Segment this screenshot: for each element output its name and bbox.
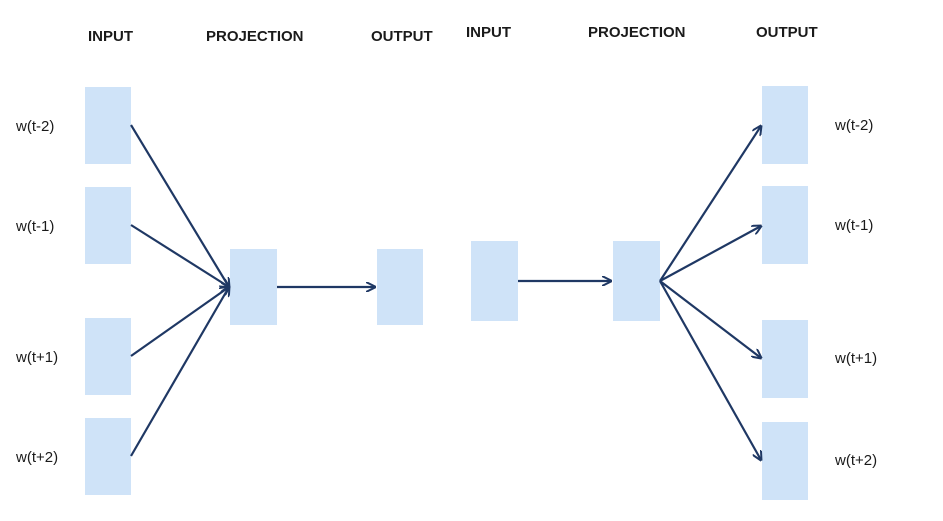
skipgram-output-label: w(t-2) — [834, 117, 873, 134]
skipgram-output-label: w(t+2) — [834, 452, 877, 469]
cbow-input-label: w(t+1) — [15, 349, 58, 366]
skipgram-projection-box — [613, 241, 660, 321]
skipgram-output-arrow — [659, 280, 761, 358]
cbow-input-label: w(t+2) — [15, 449, 58, 466]
cbow-projection-box — [230, 249, 277, 325]
skipgram-input-header: INPUT — [466, 24, 511, 41]
cbow-input-arrow — [130, 287, 229, 457]
cbow-diagram: INPUT PROJECTION OUTPUT w(t-2) w(t-1) w(… — [15, 28, 433, 495]
skipgram-output-label: w(t-1) — [834, 217, 873, 234]
cbow-input-arrow — [130, 287, 229, 357]
cbow-output-box — [377, 249, 423, 325]
skipgram-projection-header: PROJECTION — [588, 24, 686, 41]
cbow-input-label: w(t-2) — [15, 118, 54, 135]
cbow-projection-header: PROJECTION — [206, 28, 304, 45]
cbow-input-box — [85, 318, 131, 395]
skipgram-output-box — [762, 186, 808, 264]
cbow-output-header: OUTPUT — [371, 28, 433, 45]
skipgram-output-arrow — [659, 126, 761, 282]
cbow-input-arrow — [130, 224, 229, 287]
skipgram-output-box — [762, 422, 808, 500]
cbow-input-header: INPUT — [88, 28, 133, 45]
skipgram-output-box — [762, 86, 808, 164]
cbow-input-box — [85, 87, 131, 164]
skipgram-output-arrow — [659, 226, 761, 282]
skipgram-diagram: INPUT PROJECTION OUTPUT w(t-2) w(t-1) w(… — [466, 24, 877, 500]
cbow-input-box — [85, 187, 131, 264]
skipgram-output-header: OUTPUT — [756, 24, 818, 41]
skipgram-output-label: w(t+1) — [834, 350, 877, 367]
cbow-input-label: w(t-1) — [15, 218, 54, 235]
cbow-input-box — [85, 418, 131, 495]
skipgram-output-box — [762, 320, 808, 398]
cbow-input-arrow — [130, 124, 229, 287]
skipgram-output-arrow — [659, 280, 761, 460]
skipgram-input-box — [471, 241, 518, 321]
